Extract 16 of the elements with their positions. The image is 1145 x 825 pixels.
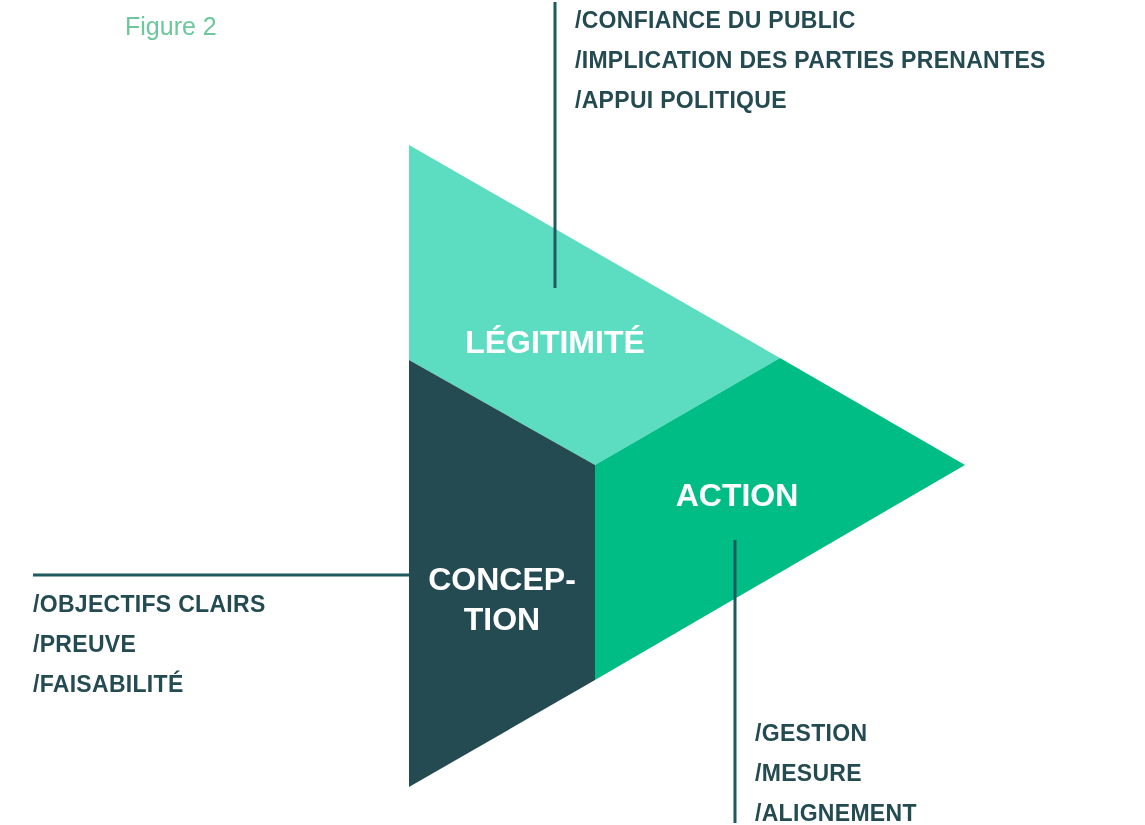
list-item: /MESURE	[755, 759, 863, 788]
leader-line	[733, 540, 737, 823]
leader-line	[33, 573, 409, 577]
leader-line	[553, 2, 557, 288]
list-item: /OBJECTIFS CLAIRS	[33, 590, 266, 619]
list-item: /APPUI POLITIQUE	[575, 86, 788, 115]
segment-label: LÉGITIMITÉ	[464, 323, 646, 362]
list-item: /ALIGNEMENT	[755, 799, 917, 825]
segment-label: ACTION	[674, 476, 800, 515]
list-item: /IMPLICATION DES PARTIES PRENANTES	[575, 46, 1046, 75]
list-item: /FAISABILITÉ	[33, 669, 185, 699]
figure-title: Figure 2	[125, 12, 217, 41]
list-item: /PREUVE	[33, 630, 138, 659]
list-item: /GESTION	[755, 719, 869, 748]
segment-label: CONCEP- TION	[427, 560, 577, 639]
list-item: /CONFIANCE DU PUBLIC	[575, 6, 857, 35]
